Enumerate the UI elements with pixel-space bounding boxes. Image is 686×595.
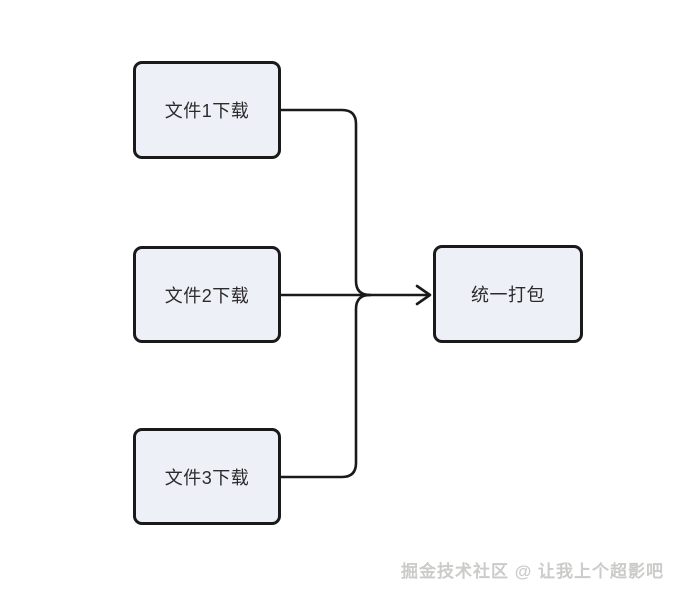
- arrowhead-icon: [415, 284, 432, 306]
- node-label: 文件2下载: [164, 285, 250, 306]
- edge-file1-to-pack: [279, 108, 372, 297]
- node-label: 统一打包: [471, 285, 545, 305]
- node-file1-download: 文件1下载: [133, 61, 281, 159]
- edge-file3-to-pack: [279, 293, 372, 479]
- node-label: 文件1下载: [164, 101, 250, 121]
- node-unified-packaging: 统一打包: [433, 245, 583, 343]
- node-file3-download: 文件3下载: [133, 428, 281, 525]
- node-file2-download: 文件2下载: [133, 246, 281, 343]
- node-label: 文件3下载: [164, 467, 250, 488]
- watermark-text: 掘金技术社区 @ 让我上个超影吧: [400, 562, 664, 581]
